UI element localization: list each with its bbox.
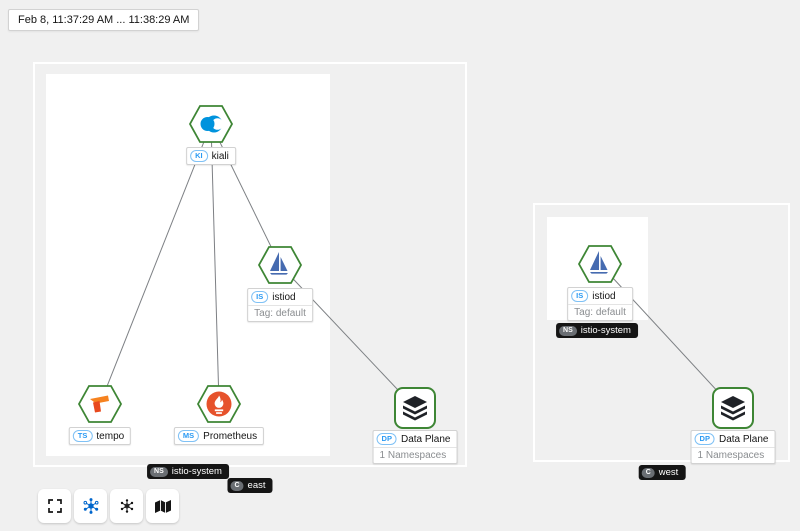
node-sub-label: 1 Namespaces <box>373 447 457 463</box>
network-graph-alt-icon <box>120 499 133 513</box>
graph-toolbar <box>38 489 179 523</box>
node-label-kiali[interactable]: KI kiali <box>186 147 236 165</box>
node-name: istiod <box>592 290 616 302</box>
layers-icon <box>403 396 427 421</box>
namespace-name: istio-system <box>580 325 631 336</box>
node-name: istiod <box>272 291 296 303</box>
node-name: Prometheus <box>203 430 258 442</box>
node-label-istiod-west[interactable]: IS istiod Tag: default <box>567 287 633 321</box>
node-istiod-west[interactable]: IS istiod Tag: default <box>567 244 633 321</box>
node-label-tempo[interactable]: TS tempo <box>68 427 132 445</box>
node-label-dataplane-west[interactable]: DP Data Plane 1 Namespaces <box>690 430 776 464</box>
node-label-dataplane-east[interactable]: DP Data Plane 1 Namespaces <box>372 430 458 464</box>
node-name: tempo <box>96 430 125 442</box>
node-dataplane-east[interactable]: DP Data Plane 1 Namespaces <box>372 387 458 464</box>
ns-abbr-badge: NS <box>559 325 577 336</box>
type-badge: IS <box>251 291 269 303</box>
node-label-prometheus[interactable]: MS Prometheus <box>173 427 265 445</box>
node-name: Data Plane <box>718 433 769 445</box>
node-dataplane-west[interactable]: DP Data Plane 1 Namespaces <box>690 387 776 464</box>
node-istiod-east[interactable]: IS istiod Tag: default <box>247 245 313 322</box>
node-sub-label: Tag: default <box>248 305 312 321</box>
type-badge: TS <box>72 430 93 442</box>
node-sub-label: 1 Namespaces <box>691 447 775 463</box>
type-badge: IS <box>571 290 589 302</box>
layout-graph-button[interactable] <box>74 489 107 523</box>
layers-icon <box>721 396 745 421</box>
node-kiali[interactable]: KI kiali <box>186 104 236 165</box>
expand-icon <box>47 499 62 513</box>
network-graph-icon <box>83 498 98 514</box>
cluster-badge-east[interactable]: C east <box>227 478 273 493</box>
namespace-badge-west-istio-system[interactable]: NS istio-system <box>556 323 638 338</box>
prometheus-logo-icon <box>196 385 242 423</box>
node-sub-label: Tag: default <box>568 304 632 320</box>
istio-logo-icon <box>257 246 303 284</box>
cluster-name: west <box>658 467 679 478</box>
node-name: kiali <box>211 150 229 162</box>
istio-logo-icon <box>577 245 623 283</box>
kiali-logo-icon <box>188 105 234 143</box>
cluster-badge-west[interactable]: C west <box>638 465 686 480</box>
map-icon <box>154 499 171 513</box>
namespace-badge-east-istio-system[interactable]: NS istio-system <box>147 464 229 479</box>
node-label-istiod-east[interactable]: IS istiod Tag: default <box>247 288 313 322</box>
type-badge: MS <box>177 430 200 442</box>
cluster-abbr-badge: C <box>230 480 244 491</box>
type-badge: DP <box>376 433 397 445</box>
legend-button[interactable] <box>146 489 179 523</box>
layout-graph-alt-button[interactable] <box>110 489 143 523</box>
node-tempo[interactable]: TS tempo <box>68 384 132 445</box>
type-badge: KI <box>190 150 208 162</box>
cluster-abbr-badge: C <box>641 467 655 478</box>
node-name: Data Plane <box>400 433 451 445</box>
ns-abbr-badge: NS <box>150 466 168 477</box>
namespace-name: istio-system <box>171 466 222 477</box>
node-prometheus[interactable]: MS Prometheus <box>173 384 265 445</box>
type-badge: DP <box>694 433 715 445</box>
tempo-logo-icon <box>77 385 123 423</box>
cluster-name: east <box>247 480 266 491</box>
time-range-chip[interactable]: Feb 8, 11:37:29 AM ... 11:38:29 AM <box>8 9 200 31</box>
zoom-to-fit-button[interactable] <box>38 489 71 523</box>
